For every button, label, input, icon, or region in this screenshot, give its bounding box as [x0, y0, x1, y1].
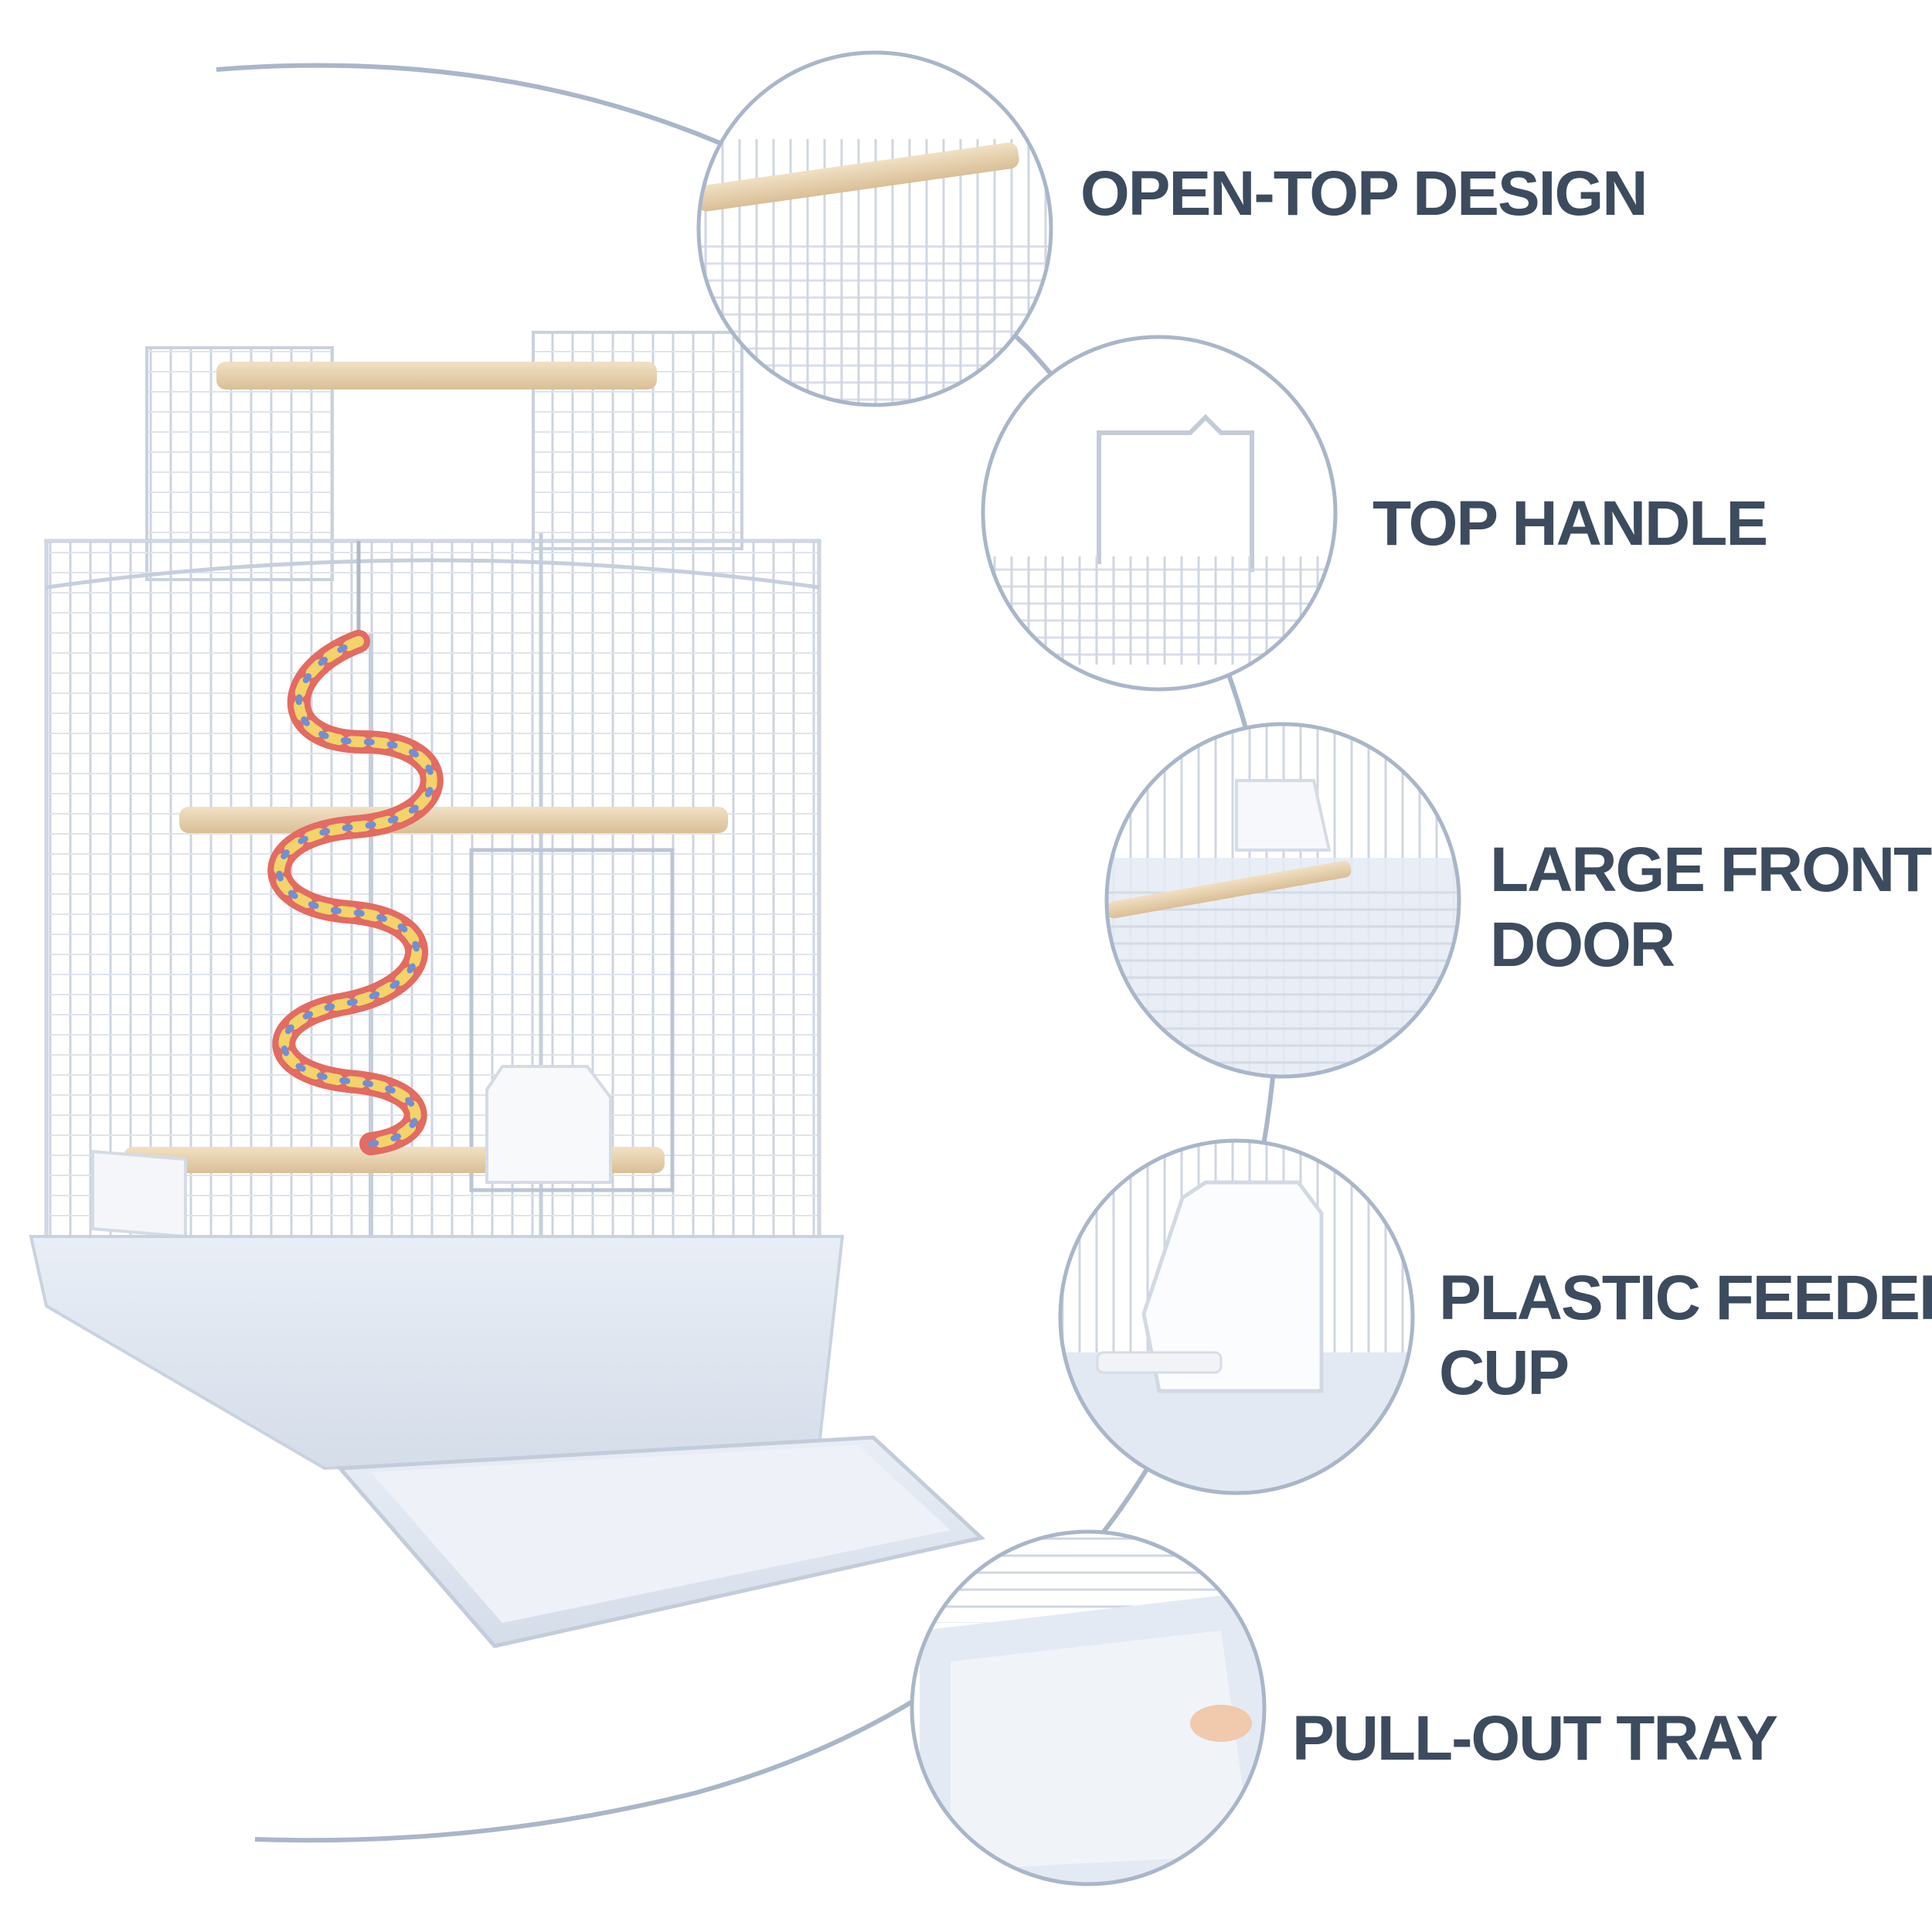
feature-label-open-top: OPEN-TOP DESIGN	[1080, 157, 1648, 232]
feature-label-line: DOOR	[1490, 909, 1675, 980]
feature-label-front-door: LARGE FRONT DOOR	[1490, 833, 1932, 983]
feature-label-line: PULL-OUT TRAY	[1292, 1703, 1778, 1774]
cage-base	[29, 1235, 845, 1471]
rope-toy	[267, 541, 444, 1155]
feeder-cup-right	[485, 1065, 612, 1184]
middle-perch	[179, 807, 728, 833]
callout-circle-top-handle	[981, 335, 1338, 692]
feature-label-line: PLASTIC FEEDER	[1439, 1263, 1932, 1333]
feature-label-line: OPEN-TOP DESIGN	[1080, 158, 1648, 229]
feature-label-top-handle: TOP HANDLE	[1372, 487, 1768, 562]
feature-label-line: LARGE FRONT	[1490, 835, 1932, 905]
feature-label-pull-out-tray: PULL-OUT TRAY	[1292, 1702, 1778, 1777]
top-perch	[216, 362, 657, 389]
callout-circle-front-door	[1104, 722, 1461, 1079]
feature-label-feeder-cup: PLASTIC FEEDER CUP	[1439, 1261, 1932, 1411]
bird-cage-main	[29, 331, 986, 1648]
callout-circle-feeder-cup	[1058, 1138, 1415, 1495]
feeder-cup-left	[91, 1149, 187, 1239]
feature-label-line: CUP	[1439, 1337, 1570, 1408]
feature-label-line: TOP HANDLE	[1372, 488, 1768, 559]
callout-circle-pull-out-tray	[910, 1529, 1267, 1886]
